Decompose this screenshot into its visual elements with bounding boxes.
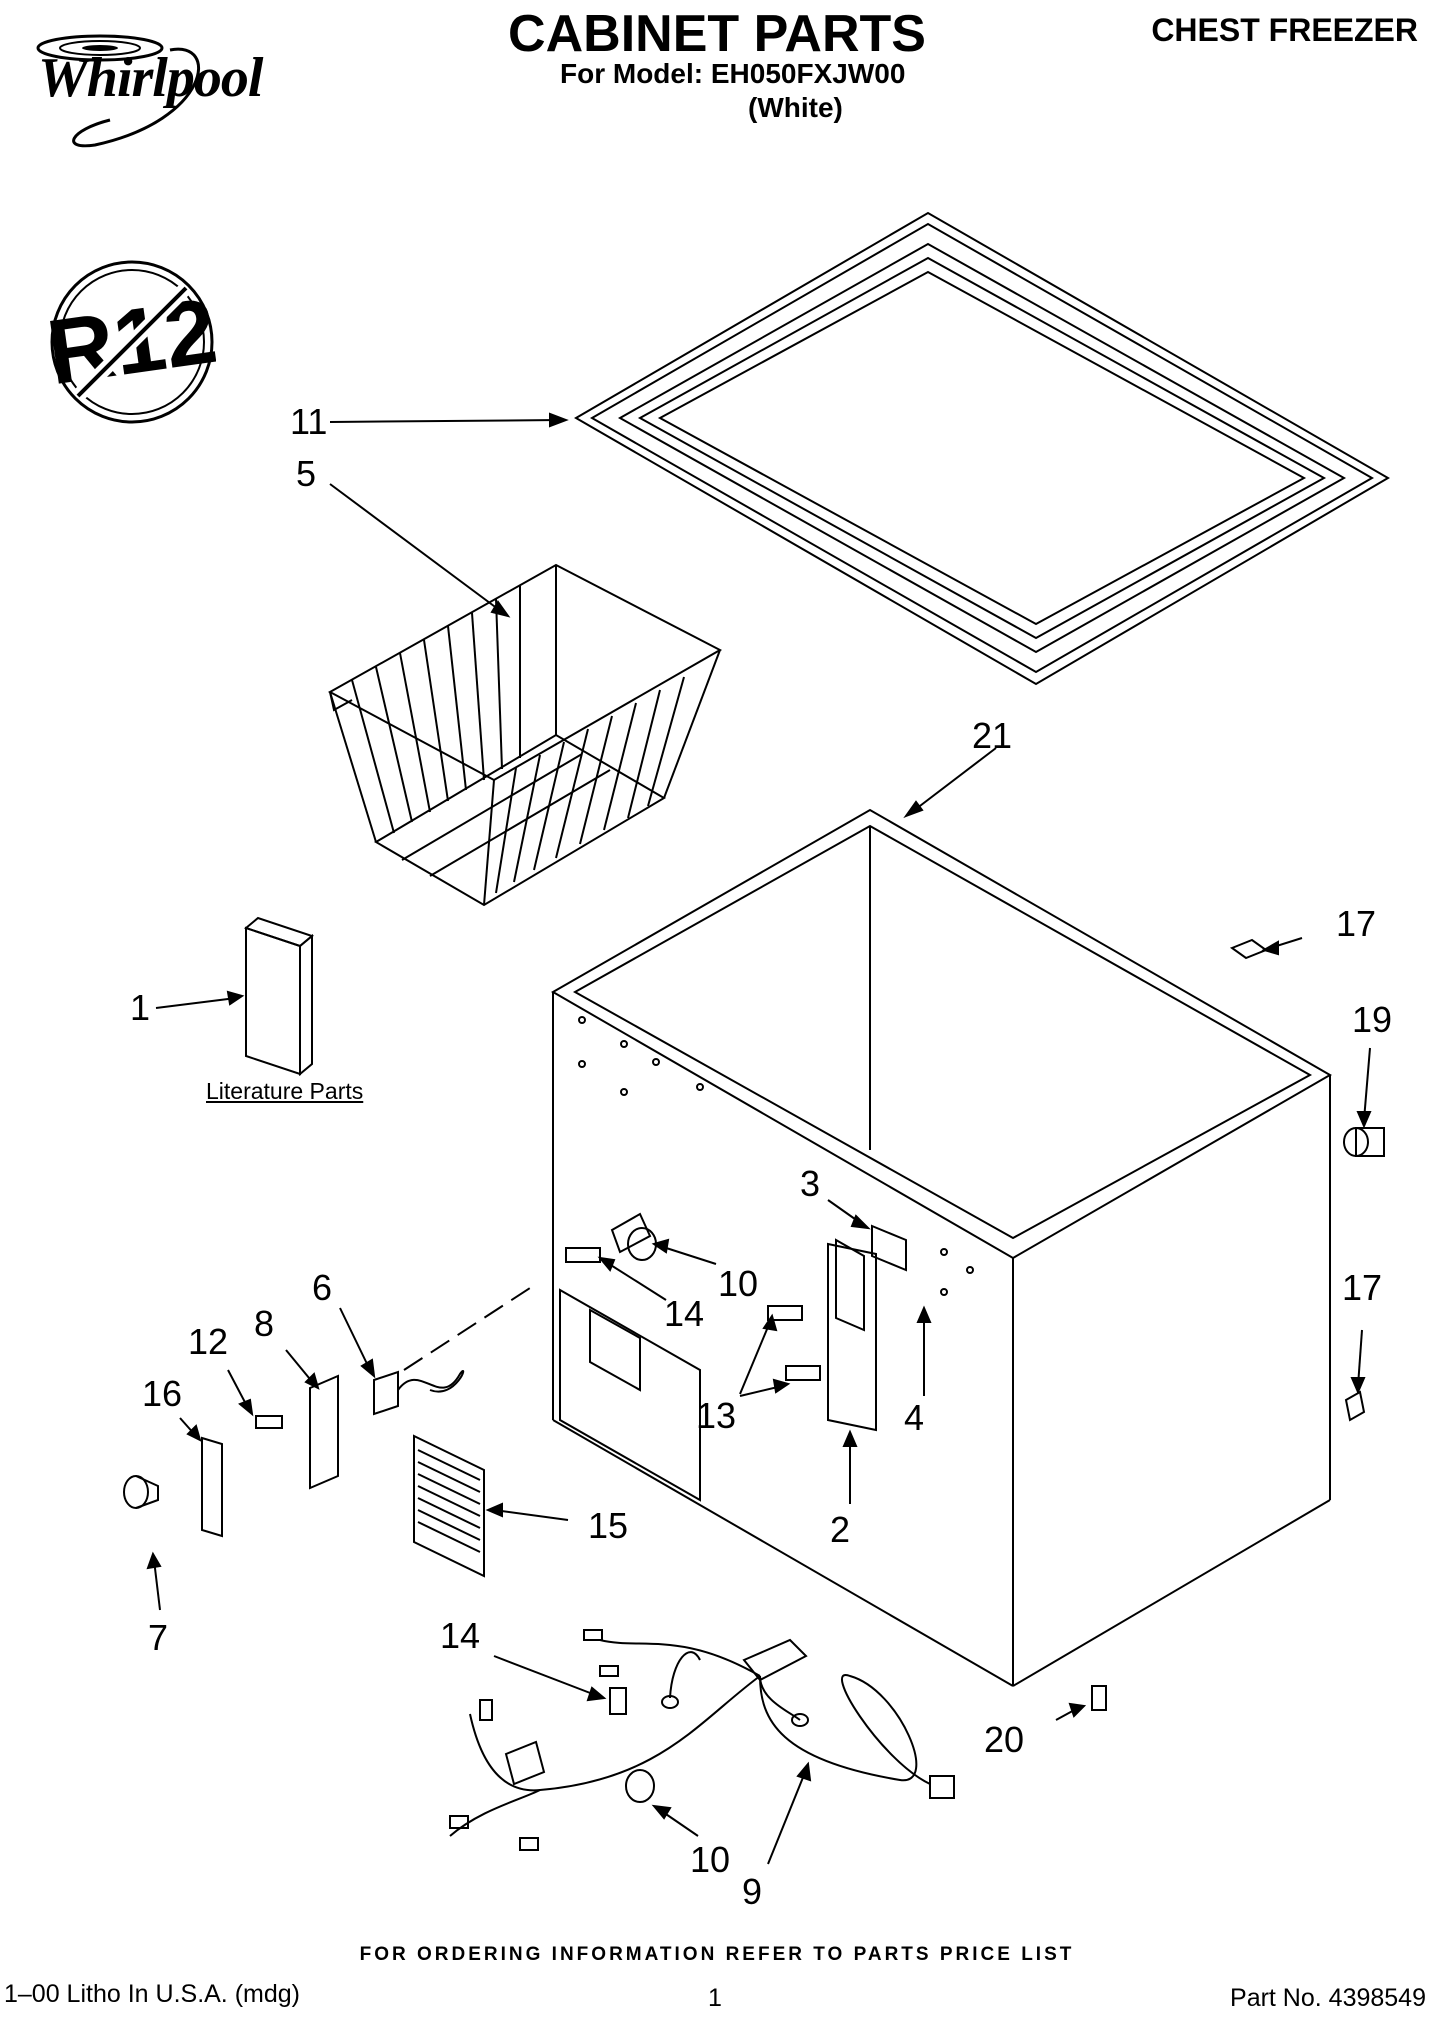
callout-3: 3 (800, 1163, 821, 1204)
callout-12: 12 (188, 1321, 229, 1362)
callout-6: 6 (312, 1267, 333, 1308)
callout-7: 7 (148, 1617, 169, 1658)
small-parts (1091, 938, 1385, 1711)
callout-17-side: 17 (1342, 1267, 1383, 1308)
part-number: Part No. 4398549 (1230, 1984, 1426, 2012)
callout-1: 1 (130, 987, 151, 1028)
wiring-harness (449, 1629, 955, 1851)
cabinet-body (550, 808, 1333, 1687)
page-title: CABINET PARTS (508, 5, 926, 63)
callout-11: 11 (290, 401, 328, 442)
callout-21: 21 (972, 715, 1013, 756)
cold-control (201, 1370, 465, 1538)
callout-2: 2 (830, 1509, 851, 1550)
lid-gasket (574, 211, 1390, 686)
callout-8: 8 (254, 1303, 275, 1344)
callout-20: 20 (984, 1719, 1025, 1760)
control-knob (123, 1475, 159, 1509)
callout-9: 9 (742, 1871, 763, 1912)
whirlpool-swirl-icon (36, 34, 201, 148)
callout-5: 5 (296, 453, 317, 494)
vent-grille (413, 1434, 485, 1578)
callout-16: 16 (142, 1373, 183, 1414)
wire-basket (327, 563, 723, 907)
page-number: 1 (708, 1984, 722, 2012)
hidden-line (403, 1287, 531, 1371)
callout-19: 19 (1352, 999, 1393, 1040)
brand-name: Whirlpool (38, 47, 263, 109)
no-r12-badge: R12 (41, 258, 223, 426)
callout-14-bottom: 14 (440, 1615, 481, 1656)
callout-13: 13 (696, 1395, 737, 1436)
no-r12-refrigerant-icon: R12 (41, 260, 223, 424)
model-color: (White) (748, 92, 843, 123)
mounting-screws (255, 1247, 821, 1715)
callout-10-top: 10 (718, 1263, 759, 1304)
model-number: For Model: EH050FXJW00 (560, 58, 906, 89)
callout-14-top: 14 (664, 1293, 705, 1334)
callout-15: 15 (588, 1505, 629, 1546)
product-type: CHEST FREEZER (1151, 12, 1418, 48)
literature-parts-label: Literature Parts (206, 1078, 364, 1104)
callout-10-bottom: 10 (690, 1839, 731, 1880)
callout-17-top: 17 (1336, 903, 1377, 944)
callout-4: 4 (904, 1397, 925, 1438)
literature-booklet (243, 916, 315, 1077)
ordering-note: FOR ORDERING INFORMATION REFER TO PARTS … (359, 1944, 1075, 1965)
litho-note: 1–00 Litho In U.S.A. (mdg) (4, 1980, 300, 2008)
lid-hinge (827, 1224, 907, 1432)
whirlpool-logo (20, 20, 280, 150)
